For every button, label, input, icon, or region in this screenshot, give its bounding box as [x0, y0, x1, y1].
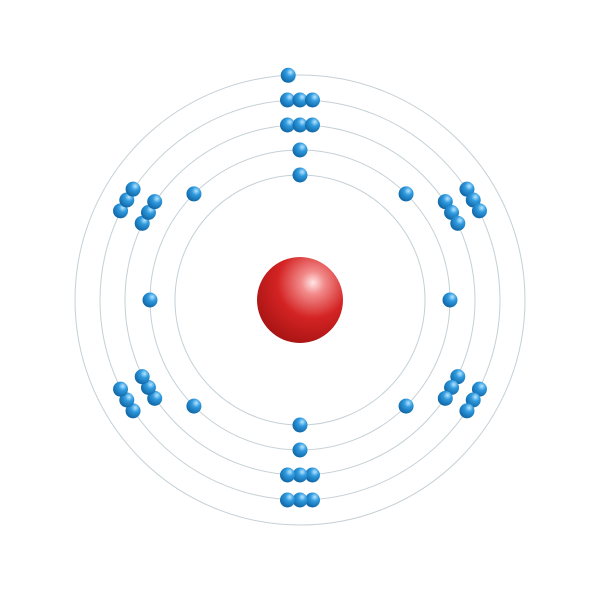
electron-shell-4-8	[465, 392, 481, 408]
electron-shell-4-6	[471, 203, 487, 219]
electron-shell-4-7	[471, 381, 487, 397]
electron-shell-4-14	[119, 392, 135, 408]
electron-shell-3-9	[437, 390, 453, 406]
electron-shell-1-1	[292, 167, 308, 183]
electron-shell-4-13	[125, 403, 141, 419]
nucleus	[257, 257, 343, 343]
orbit-ring-5	[74, 74, 526, 526]
electron-shell-3-8	[444, 380, 460, 395]
electron-shell-3-16	[134, 215, 150, 231]
electron-shell-2-6	[186, 398, 202, 414]
electron-shell-4-4	[459, 181, 475, 197]
electron-shell-3-13	[147, 390, 163, 406]
electron-shell-4-18	[125, 181, 141, 197]
electron-shell-4-11	[292, 492, 308, 508]
electron-shell-3-7	[450, 369, 466, 385]
electron-shell-4-10	[305, 492, 320, 508]
electron-shell-5-1	[280, 67, 296, 83]
electron-shell-2-4	[398, 398, 414, 414]
electron-shell-2-1	[292, 142, 308, 158]
electron-shell-1-2	[292, 417, 308, 433]
electron-shell-4-2	[292, 92, 308, 108]
electron-shell-3-1	[280, 117, 295, 133]
electron-shell-3-18	[147, 194, 163, 210]
electron-shell-3-12	[280, 467, 295, 483]
electron-shell-3-2	[292, 117, 308, 133]
electron-shell-3-15	[134, 369, 150, 385]
electron-shell-4-17	[119, 192, 135, 208]
electron-shell-2-8	[186, 186, 202, 202]
electron-shell-4-1	[280, 92, 295, 108]
electron-shell-4-16	[113, 203, 129, 219]
electron-shell-2-3	[442, 292, 458, 308]
nucleus-group	[257, 257, 343, 343]
electron-shell-2-2	[398, 186, 414, 202]
electron-shell-3-4	[437, 194, 453, 210]
electron-shell-4-9	[459, 403, 475, 419]
electron-shell-3-5	[444, 205, 460, 220]
electron-shell-3-17	[140, 205, 156, 220]
electron-shell-3-14	[140, 380, 156, 395]
electron-shell-4-5	[465, 192, 481, 208]
electron-shell-3-3	[305, 117, 320, 133]
electron-shell-2-5	[292, 442, 308, 458]
electron-shell-4-12	[280, 492, 295, 508]
electron-shell-3-11	[292, 467, 308, 483]
electron-shell-2-7	[142, 292, 158, 308]
electron-shell-3-6	[450, 215, 466, 231]
electron-shell-3-10	[305, 467, 320, 483]
electron-shell-4-3	[305, 92, 320, 108]
electron-groups	[113, 67, 487, 508]
electron-shell-4-15	[113, 381, 129, 397]
